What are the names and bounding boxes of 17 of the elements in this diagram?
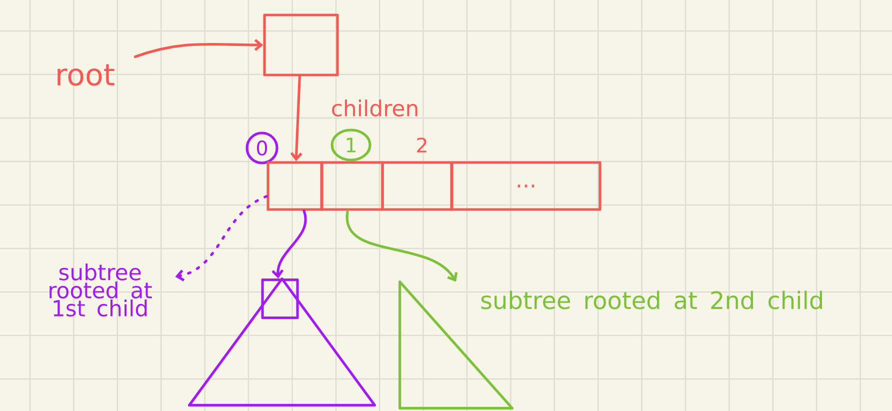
arrow: [175, 194, 268, 282]
array-cell: ...: [450, 161, 602, 211]
subtree-root-box: [261, 278, 299, 320]
index-label: 2: [417, 138, 426, 152]
subtree-label: subtree rooted at 2nd child: [481, 290, 822, 310]
subtree-triangle: [188, 278, 376, 406]
array-cell: [266, 161, 324, 211]
arrow: [134, 39, 264, 58]
root-box: [263, 14, 339, 76]
arrow: [346, 210, 458, 282]
array-cell: [320, 161, 384, 211]
children-label: children: [332, 99, 418, 116]
root-label: root: [58, 64, 114, 86]
subtree-label: subtree rooted at 1st child: [50, 263, 152, 317]
arrow: [272, 210, 307, 278]
arrow: [290, 75, 302, 162]
array-cell: [381, 161, 453, 211]
